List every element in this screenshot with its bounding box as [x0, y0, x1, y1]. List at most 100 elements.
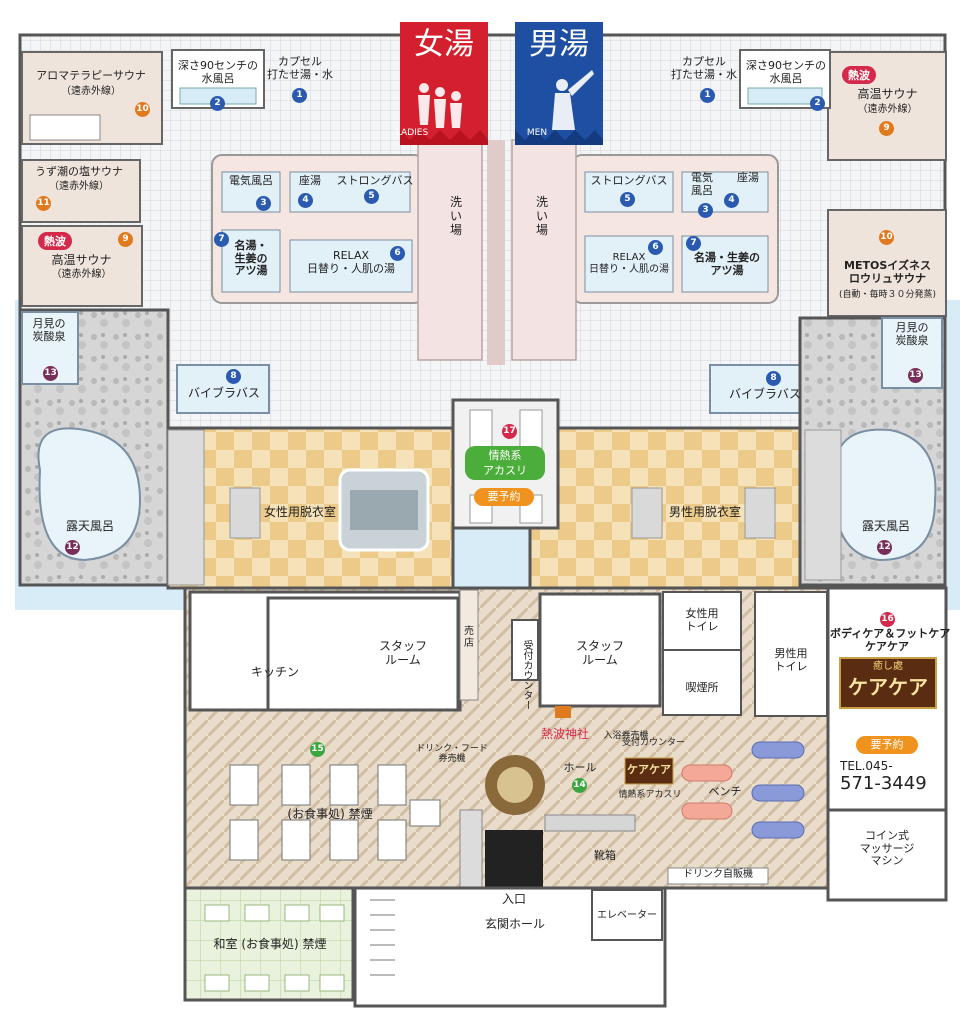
m-strong-label: ストロングバス	[590, 174, 668, 187]
m-denki-label: 電気 風呂	[691, 171, 713, 197]
uzushio-sauna-num: 11	[36, 196, 51, 211]
w-cold-bath-label: 深さ90センチの 水風呂	[178, 59, 258, 85]
hall-label: ホール	[563, 761, 597, 774]
m-relax-label: RELAX 日替り・人肌の湯	[589, 252, 669, 275]
m-zayu-label: 座湯	[737, 171, 759, 184]
bodycare-tel-number: 571-3449	[840, 773, 927, 794]
staff2-label: スタッフ ルーム	[575, 639, 624, 667]
w-hot-sauna-label: 高温サウナ	[51, 253, 112, 267]
smoking-room	[662, 649, 742, 716]
dining-num: 15	[310, 742, 325, 757]
drink-vending-label: ドリンク自販機	[683, 869, 753, 880]
w-rotenburo-num: 12	[65, 540, 80, 555]
m-vibra-label: バイブラバス	[729, 387, 801, 401]
dining-label: (お食事処) 禁煙	[287, 807, 373, 821]
aroma-sauna-sub: （遠赤外線）	[61, 86, 121, 97]
m-zayu-num: 4	[724, 193, 739, 208]
m-rotenburo-label: 露天風呂	[861, 519, 910, 533]
m-hot-sauna-num: 9	[879, 121, 894, 136]
staff-room-2	[538, 592, 662, 708]
m-hot-sauna-sub: （遠赤外線）	[857, 104, 918, 115]
w-toilet-room	[662, 591, 742, 651]
w-rotenburo-label: 露天風呂	[65, 519, 114, 533]
shop-label: 売 店	[464, 626, 474, 649]
bodycare-tel-label: TEL.045-	[840, 759, 893, 773]
metos-sauna-sub: (自動・毎時３０分発蒸)	[838, 290, 937, 300]
m-toilet-label: 男性用 トイレ	[774, 647, 808, 673]
drink-ticket-label: ドリンク・フード 券売機	[416, 744, 488, 765]
m-relax-num: 6	[648, 240, 663, 255]
washitsu-label: 和室 (お食事処) 禁煙	[213, 937, 327, 951]
metos-sauna-label: METOSイズネス ロウリュサウナ	[844, 259, 931, 285]
w-strong-num: 5	[364, 189, 379, 204]
women-banner-title: 女湯	[414, 27, 474, 62]
bodycare-label: ボディケア＆フットケア ケアケア	[830, 627, 951, 653]
w-relax-num: 6	[390, 246, 405, 261]
smoking-label: 喫煙所	[685, 681, 719, 694]
w-vibra-label: バイブラバス	[188, 386, 260, 400]
w-toilet-label: 女性用 トイレ	[685, 607, 719, 633]
w-vibra-pool	[176, 364, 270, 414]
shrine-label: 熱波神社	[540, 727, 589, 741]
men-banner-sub: MEN	[526, 128, 548, 138]
m-cold-bath-label: 深さ90センチの 水風呂	[746, 59, 826, 85]
w-changing-label: 女性用脱衣室	[263, 505, 336, 519]
uzushio-sauna-sub: （遠赤外線）	[49, 181, 109, 192]
staff1-label: スタッフ ルーム	[378, 639, 427, 667]
elevator-room	[591, 889, 663, 941]
w-zayu-num: 4	[298, 193, 313, 208]
w-hot-sauna-sub: （遠赤外線）	[51, 269, 112, 280]
shoe-box-label: 靴箱	[594, 849, 616, 862]
bench-label: ベンチ	[708, 785, 742, 798]
m-meito-label: 名湯・生姜の アツ湯	[694, 251, 760, 277]
metos-sauna-num: 10	[879, 230, 894, 245]
carecare-sign-big: ケアケア	[848, 675, 928, 699]
w-capsule-num: 1	[292, 88, 307, 103]
kitchen-label: キッチン	[250, 665, 299, 679]
staff-room-1	[266, 596, 460, 712]
w-tansan-num: 13	[43, 366, 58, 381]
bodycare-num: 16	[880, 612, 895, 627]
akasuri-num: 17	[502, 424, 517, 439]
m-capsule-num: 1	[700, 88, 715, 103]
m-tansan-label: 月見の 炭酸泉	[895, 321, 929, 347]
akasuri-tag: 要予約	[474, 488, 534, 506]
m-rotenburo-num: 12	[877, 540, 892, 555]
counter-sign-caption: 情熱系アカスリ	[618, 790, 682, 800]
bodycare-tag: 要予約	[856, 736, 918, 754]
w-hot-sauna-tag: 熱波	[38, 232, 72, 250]
m-cold-bath-num: 2	[810, 96, 825, 111]
m-hot-sauna-label: 高温サウナ	[857, 87, 918, 101]
w-denki-label: 電気風呂	[229, 174, 273, 187]
w-hot-sauna-num: 9	[118, 232, 133, 247]
w-denki-num: 3	[256, 196, 271, 211]
m-meito-num: 7	[686, 236, 701, 251]
m-strong-num: 5	[620, 192, 635, 207]
w-wash-lane	[417, 139, 483, 361]
carecare-sign-small: 癒し處	[873, 661, 903, 672]
men-banner-title: 男湯	[529, 27, 589, 62]
massage-label: コイン式 マッサージ マシン	[859, 829, 915, 868]
w-cold-bath-num: 2	[210, 96, 225, 111]
elevator-label: エレベーター	[597, 910, 657, 921]
w-vibra-num: 8	[226, 369, 241, 384]
entrance-mat	[485, 830, 543, 888]
m-denki-num: 3	[698, 203, 713, 218]
m-vibra-num: 8	[766, 371, 781, 386]
women-banner-sub: LADIES	[395, 128, 429, 138]
shrine-box	[555, 706, 571, 718]
w-relax-label: RELAX 日替り・人肌の湯	[307, 249, 395, 275]
carecare-sign	[839, 657, 937, 709]
counter-sign-label: 受付カウンター	[622, 738, 686, 748]
w-strong-label: ストロングバス	[336, 174, 414, 187]
bath-ticket-label: 入浴券売機	[603, 731, 649, 741]
m-wash-label: 洗 い 場	[535, 195, 548, 237]
m-tansan-num: 13	[908, 368, 923, 383]
w-wash-label: 洗 い 場	[449, 195, 462, 237]
w-tansan-label: 月見の 炭酸泉	[32, 317, 66, 343]
reception-label: 受付カウンター	[521, 640, 532, 710]
w-meito-num: 7	[214, 232, 229, 247]
aroma-sauna-label: アロマテラピーサウナ	[36, 69, 146, 82]
